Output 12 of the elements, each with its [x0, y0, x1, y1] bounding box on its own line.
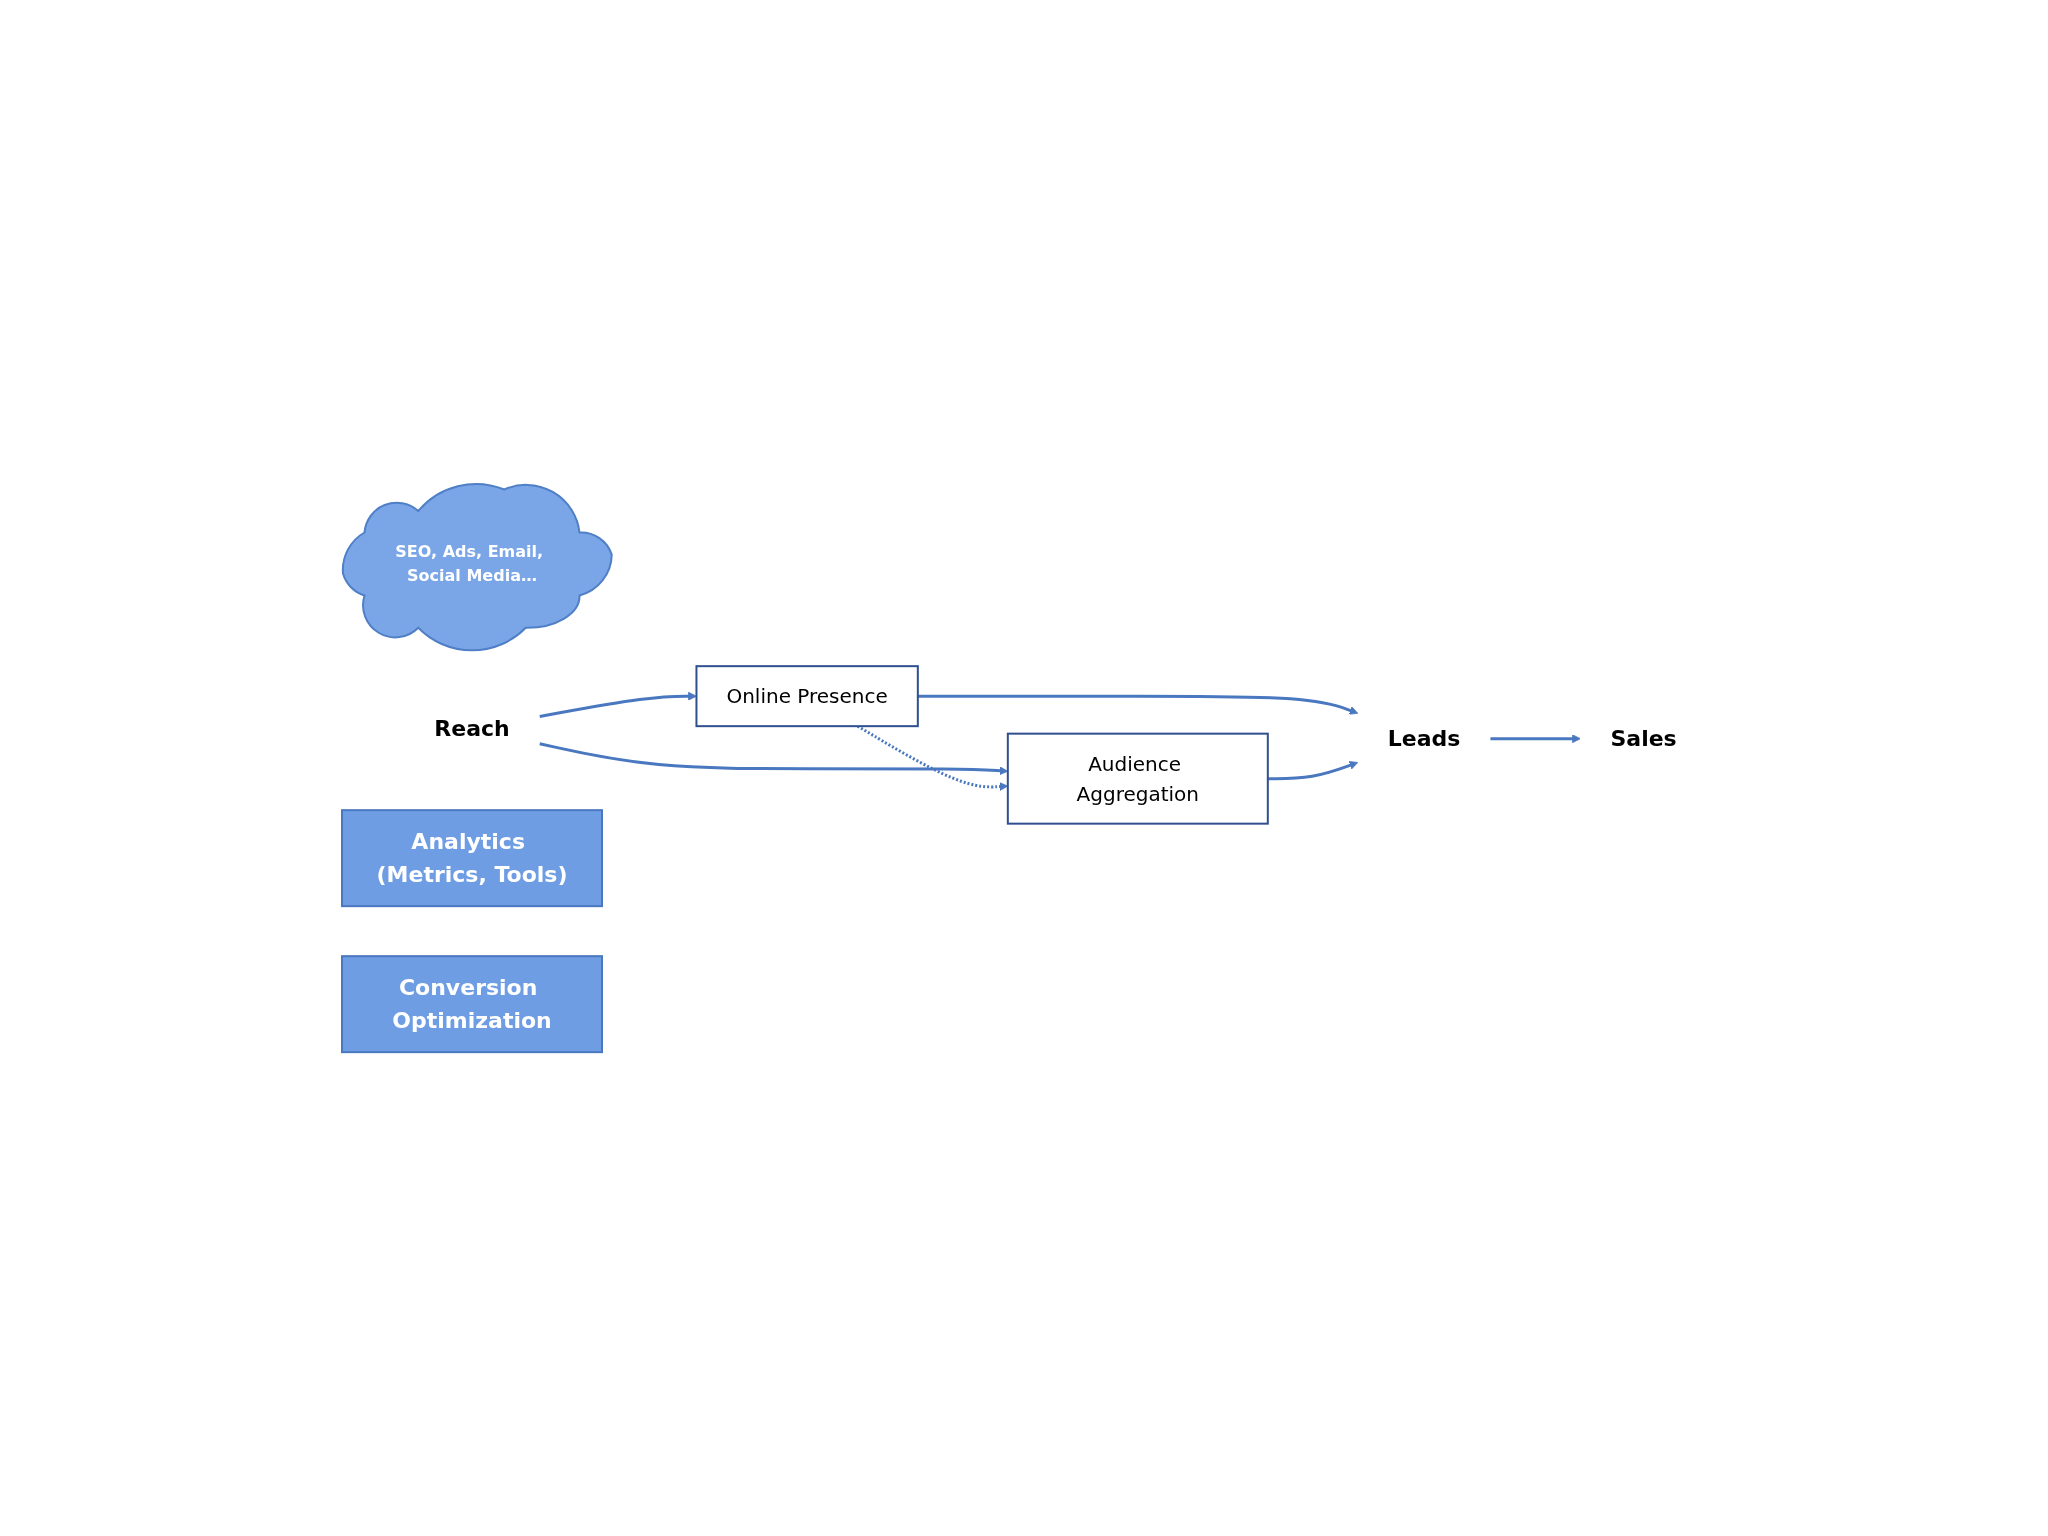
arrow	[917, 694, 1358, 715]
arrow	[539, 742, 1008, 776]
node-box: Analytics (Metrics, Tools)	[340, 809, 603, 908]
node-text: Reach	[433, 716, 510, 742]
node-box: Online Presence	[695, 665, 919, 728]
node-box: Audience Aggregation	[1006, 732, 1269, 825]
arrow	[1267, 760, 1358, 781]
node-box: Conversion Optimization	[340, 955, 603, 1054]
node-text: Leads	[1387, 726, 1461, 752]
node-text: Sales	[1610, 726, 1677, 752]
arrow	[539, 691, 697, 718]
arrow	[1490, 734, 1581, 743]
